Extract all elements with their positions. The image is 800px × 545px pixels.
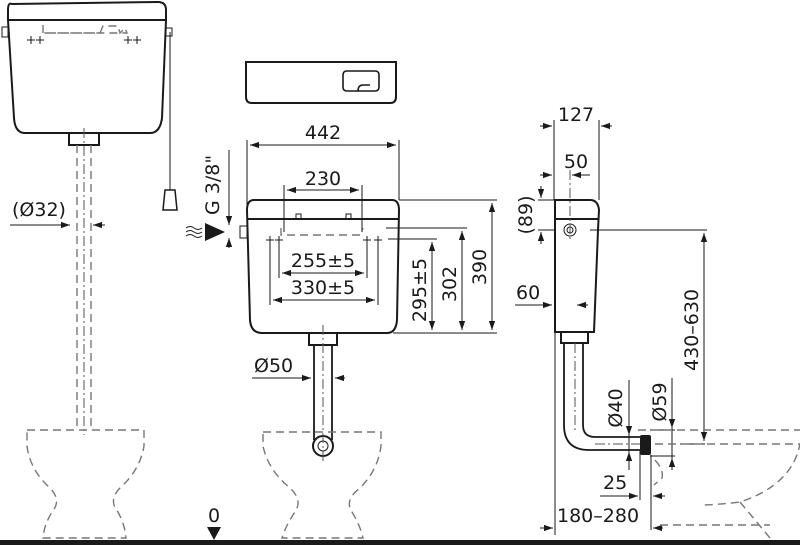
cistern-height-range-dimension: 430–630 (681, 289, 703, 371)
inlet-offset-dimension: 50 (564, 151, 588, 173)
side-view: 127 50 (89) 60 430–630 Ø40 Ø59 (515, 104, 800, 539)
inlet-thread-label: G 3/8" (202, 155, 224, 215)
front-view: G 3/8" 442 230 255±5 330±5 (185, 61, 497, 540)
floor-level-marker-icon (207, 527, 221, 540)
flush-button-icon (342, 70, 380, 92)
toilet-bowl-outline (262, 431, 382, 539)
pipe-outlet-diameter-label: Ø40 (605, 388, 627, 427)
left-view-high-cistern: (Ø32) (1, 0, 178, 539)
fixing-height-dimension: 295±5 (409, 258, 431, 322)
water-inlet-icon (185, 226, 203, 238)
fixing-outer-dimension: 330±5 (291, 277, 355, 299)
pull-handle-icon (162, 189, 178, 211)
left-inlet-fitting (1, 26, 9, 38)
connector-diameter-label: Ø59 (649, 382, 671, 421)
total-height-dimension: 390 (469, 249, 491, 285)
right-pull-fitting (165, 27, 173, 37)
fixing-inner-dimension: 255±5 (291, 250, 355, 272)
outlet-spigot (560, 331, 589, 344)
width-dimension: 442 (305, 122, 341, 144)
floor-level-label: 0 (208, 505, 220, 527)
inlet-height-dimension: 302 (439, 266, 461, 302)
flush-plate (245, 61, 397, 104)
depth-dimension: 127 (558, 104, 594, 126)
bolt-spacing-dimension: 230 (305, 168, 341, 190)
floor-line (0, 540, 800, 545)
flush-pipe-diameter-label: Ø50 (254, 355, 293, 377)
pipe-offset-dimension: 60 (516, 282, 540, 304)
pipe-connector-seal (640, 435, 651, 455)
side-cistern-body (554, 199, 601, 333)
internal-mechanism (42, 25, 129, 35)
connector-length-dimension: 25 (603, 472, 627, 494)
inlet-arrow-icon (205, 223, 225, 241)
wall-distance-range-dimension: 180–280 (557, 505, 639, 527)
high-cistern-body (7, 0, 167, 134)
toilet-bowl-outline (26, 429, 145, 539)
internal-mechanism (280, 227, 364, 236)
inlet-from-top-dimension: (89) (515, 195, 537, 234)
toilet-side-outline (638, 429, 800, 539)
pipe-diameter-label: (Ø32) (12, 199, 66, 221)
inlet-valve (239, 225, 248, 239)
